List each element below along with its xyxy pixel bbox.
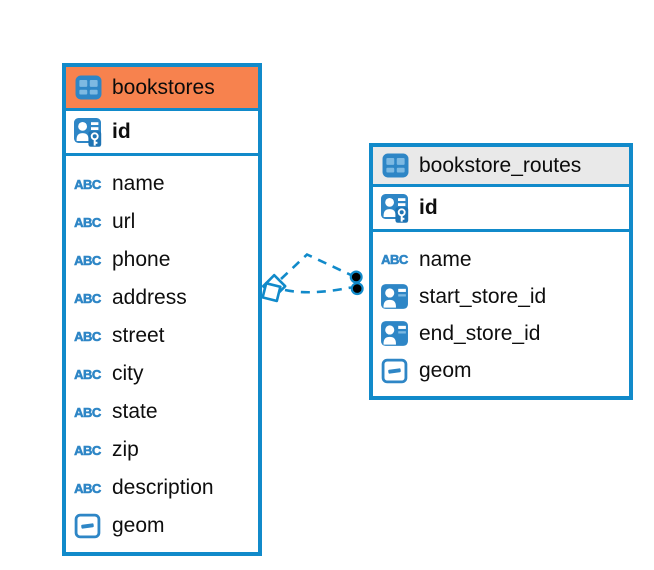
table-node-bookstores[interactable]: bookstores id ABC name ABC url ABC phone…	[62, 63, 262, 556]
column-name: address	[112, 286, 187, 309]
column-name: geom	[112, 514, 165, 537]
column-name: start_store_id	[419, 284, 547, 308]
column-row-geom[interactable]: geom	[373, 352, 629, 389]
column-name: street	[112, 324, 165, 347]
column-row-street[interactable]: ABC street	[66, 317, 258, 355]
primary-key-icon	[72, 117, 103, 147]
column-name: zip	[112, 438, 139, 461]
table-icon	[73, 73, 104, 103]
column-row-phone[interactable]: ABC phone	[66, 241, 258, 279]
geometry-type-icon	[72, 511, 103, 541]
column-row-name[interactable]: ABC name	[373, 241, 629, 278]
reference-type-icon	[379, 319, 410, 349]
text-type-icon: ABC	[74, 404, 102, 420]
column-row-description[interactable]: ABC description	[66, 469, 258, 507]
relationship-line-1[interactable]	[280, 252, 353, 280]
column-name: id	[419, 196, 438, 219]
column-row-name[interactable]: ABC name	[66, 165, 258, 203]
primary-key-icon	[379, 193, 410, 223]
relationship-source-diamond-marker[interactable]	[261, 273, 287, 303]
text-type-icon: ABC	[74, 442, 102, 458]
column-list: ABC name ABC url ABC phone ABC address A…	[66, 156, 258, 552]
text-type-icon: ABC	[74, 480, 102, 496]
text-type-icon: ABC	[381, 252, 409, 268]
table-node-bookstore-routes[interactable]: bookstore_routes id ABC name start_store…	[369, 143, 633, 400]
column-name: geom	[419, 358, 472, 382]
table-header-bookstores[interactable]: bookstores	[66, 67, 258, 111]
column-name: url	[112, 210, 136, 233]
column-row-id[interactable]: id	[66, 111, 258, 156]
column-list: ABC name start_store_id end_store_id ge	[373, 232, 629, 396]
table-name: bookstore_routes	[419, 153, 582, 177]
column-name: description	[112, 476, 214, 499]
text-type-icon: ABC	[74, 214, 102, 230]
relationship-target-dot-2[interactable]	[350, 282, 364, 296]
column-row-state[interactable]: ABC state	[66, 393, 258, 431]
column-name: city	[112, 362, 144, 385]
geometry-type-icon	[379, 356, 410, 386]
column-row-id[interactable]: id	[373, 187, 629, 232]
relationship-target-dot-1[interactable]	[349, 270, 363, 284]
column-row-start-store-id[interactable]: start_store_id	[373, 278, 629, 315]
text-type-icon: ABC	[74, 366, 102, 382]
column-row-geom[interactable]: geom	[66, 507, 258, 545]
table-name: bookstores	[112, 75, 215, 99]
text-type-icon: ABC	[74, 252, 102, 268]
column-name: phone	[112, 248, 171, 271]
text-type-icon: ABC	[74, 176, 102, 192]
text-type-icon: ABC	[74, 328, 102, 344]
column-row-address[interactable]: ABC address	[66, 279, 258, 317]
relationship-line-2[interactable]	[284, 286, 352, 294]
column-row-end-store-id[interactable]: end_store_id	[373, 315, 629, 352]
column-row-url[interactable]: ABC url	[66, 203, 258, 241]
column-row-zip[interactable]: ABC zip	[66, 431, 258, 469]
text-type-icon: ABC	[74, 290, 102, 306]
column-row-city[interactable]: ABC city	[66, 355, 258, 393]
column-name: state	[112, 400, 158, 423]
reference-type-icon	[379, 282, 410, 312]
column-name: name	[112, 172, 165, 195]
column-name: end_store_id	[419, 321, 541, 345]
table-icon	[380, 151, 411, 181]
column-name: name	[419, 247, 472, 271]
column-name: id	[112, 120, 131, 143]
table-header-bookstore-routes[interactable]: bookstore_routes	[373, 147, 629, 187]
